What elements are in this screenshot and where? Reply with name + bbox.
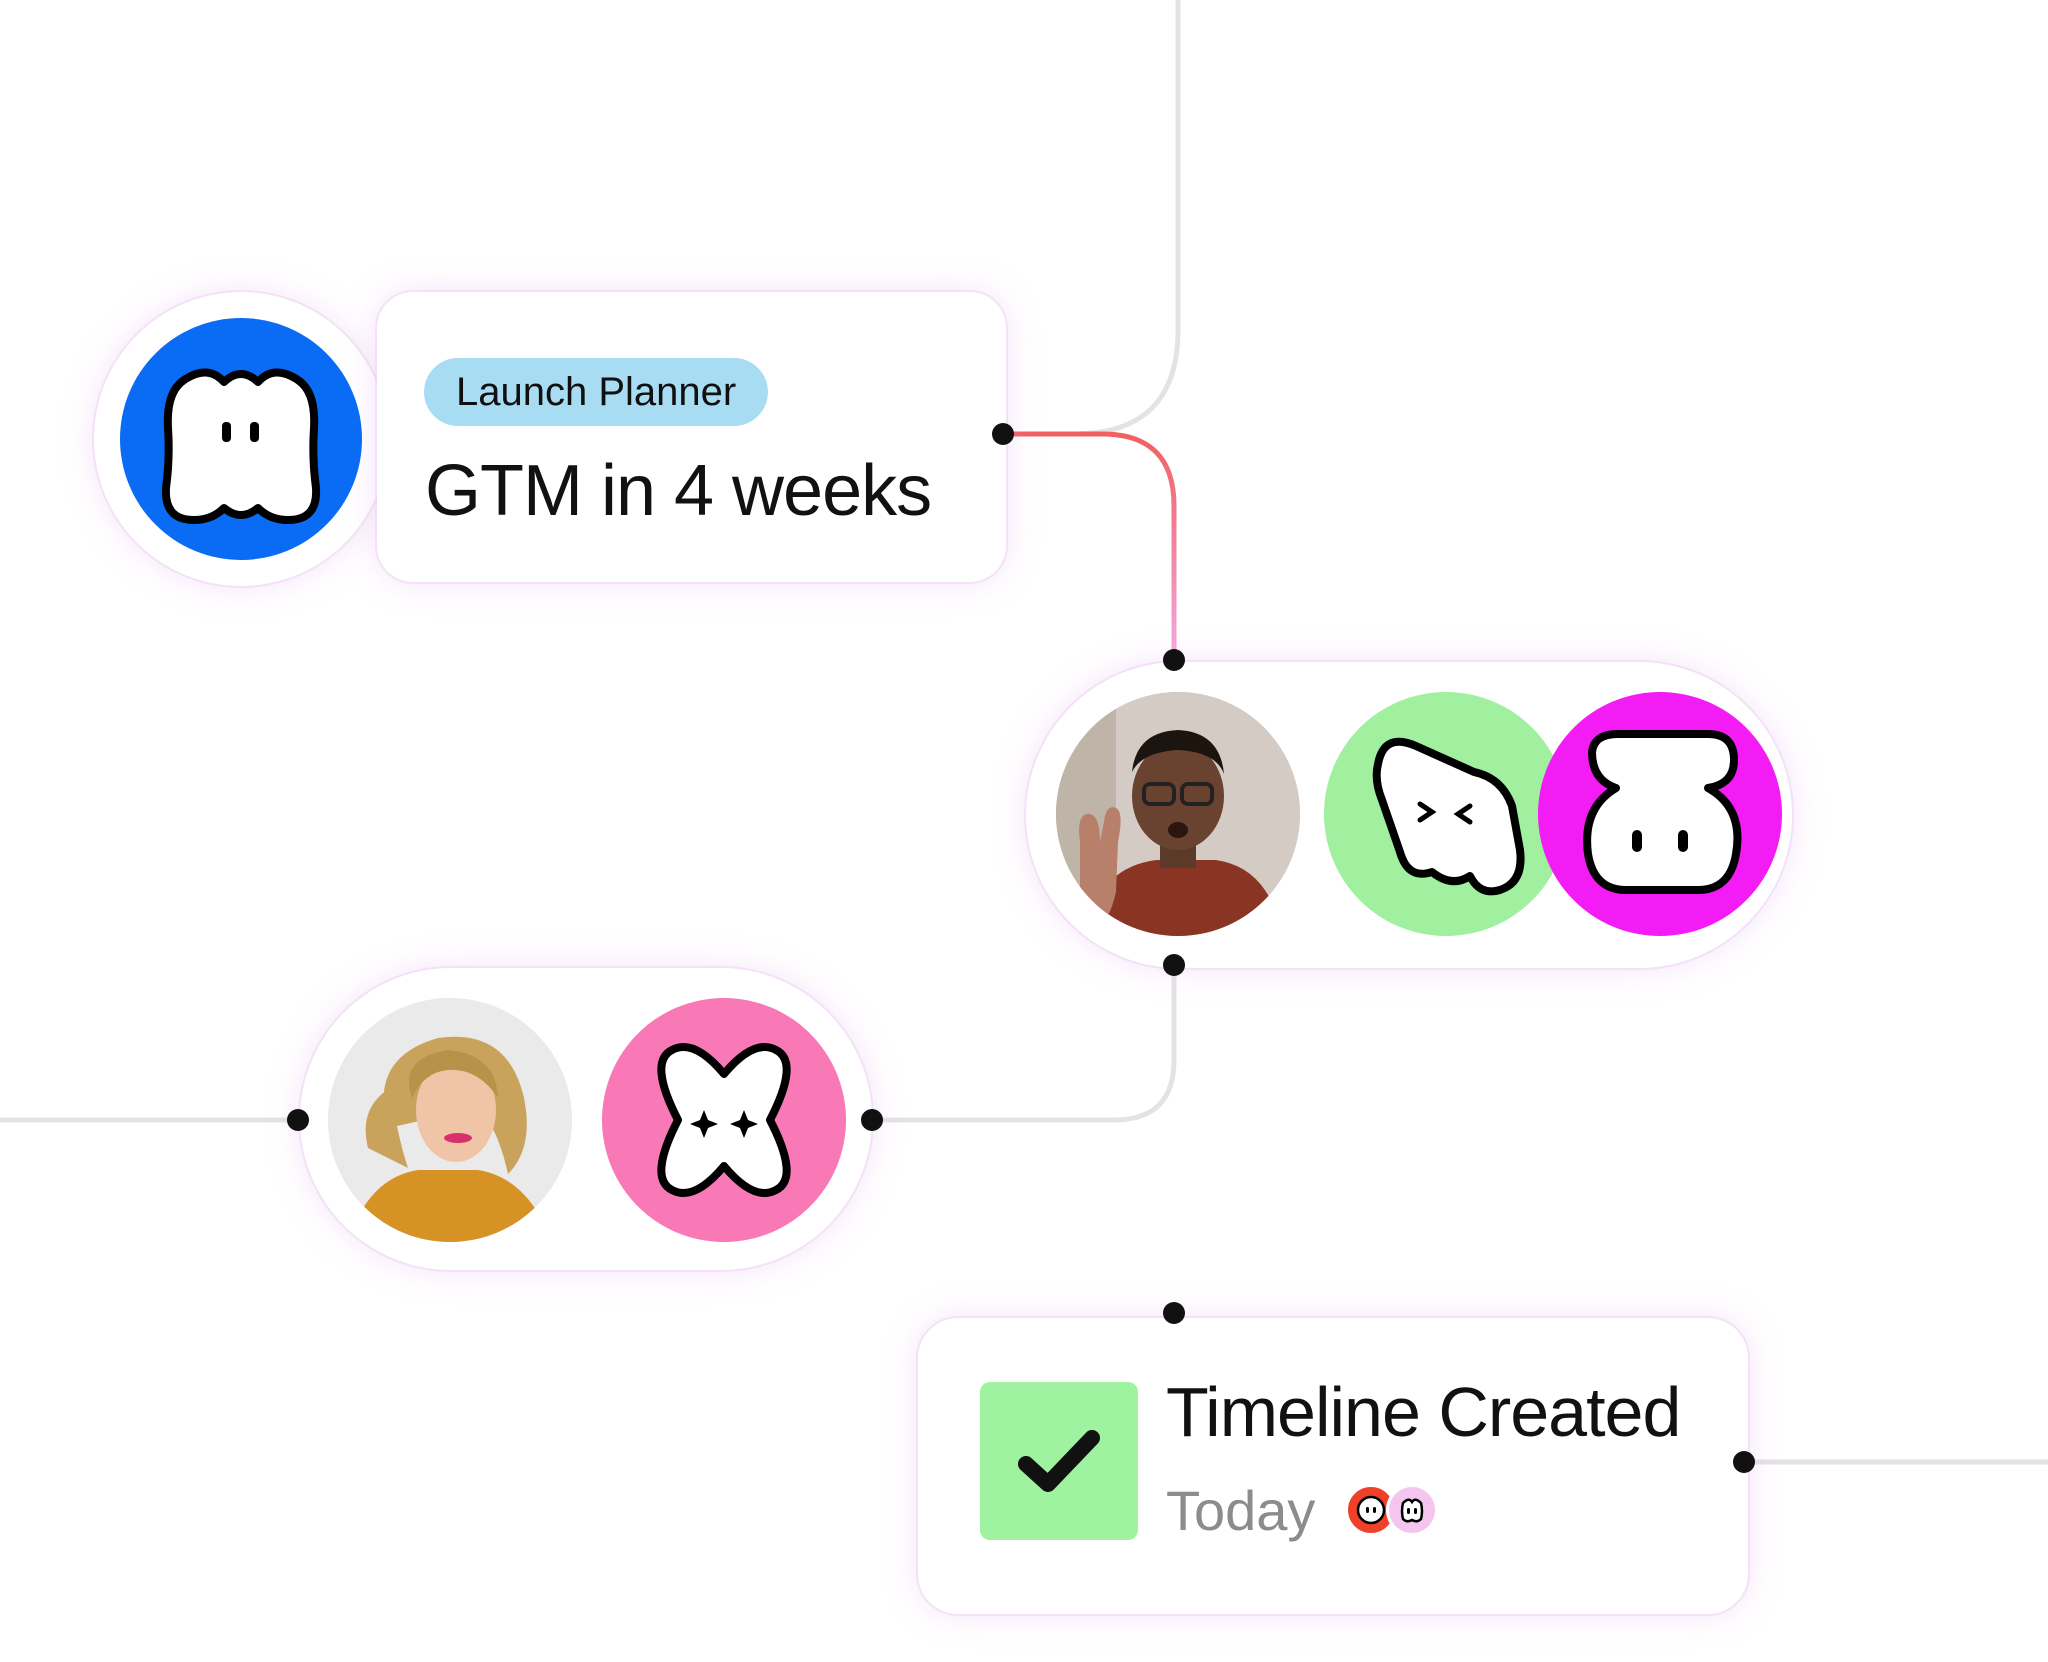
timeline-date: Today <box>1166 1479 1316 1542</box>
launch-planner-tag: Launch Planner <box>424 358 769 426</box>
timeline-title: Timeline Created <box>1166 1373 1681 1451</box>
user-avatar-man[interactable] <box>1056 692 1300 936</box>
group-input-port[interactable] <box>1163 649 1185 671</box>
mini-avatar-pink <box>1386 1484 1438 1536</box>
user-avatar-woman[interactable] <box>328 998 572 1242</box>
mini-avatar-red <box>1345 1484 1397 1536</box>
planner-output-port[interactable] <box>992 423 1014 445</box>
bear-face-icon <box>1538 692 1782 936</box>
wire-top <box>1000 0 1181 437</box>
wire-pair-to-center <box>869 962 1177 1123</box>
wire-planner-to-group <box>1000 431 1177 663</box>
pair-output-port[interactable] <box>861 1109 883 1131</box>
ghost-face-icon <box>120 318 362 560</box>
group-output-port[interactable] <box>1163 954 1185 976</box>
planner-card[interactable] <box>377 292 1006 582</box>
checkmark-icon <box>980 1382 1138 1540</box>
squint-face-icon <box>1324 692 1568 936</box>
timeline-input-port[interactable] <box>1163 1302 1185 1324</box>
sparkle-x-icon <box>602 998 846 1242</box>
pair-input-port[interactable] <box>287 1109 309 1131</box>
planner-title: GTM in 4 weeks <box>425 451 932 531</box>
timeline-output-port[interactable] <box>1733 1451 1755 1473</box>
